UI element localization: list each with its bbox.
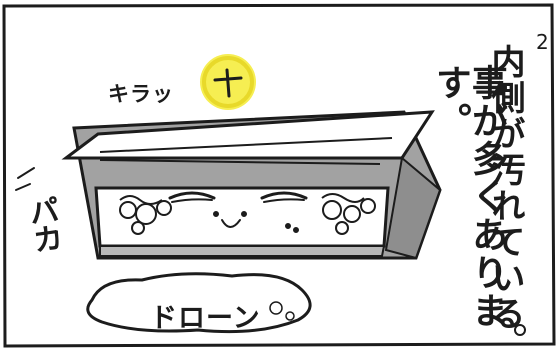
puddle-swirls	[269, 301, 295, 321]
dirt-right	[321, 193, 376, 235]
drip-sound-effect: ドローン	[150, 303, 261, 334]
ac-face	[168, 191, 308, 233]
narration-line-1: 内側が汚れている	[485, 44, 525, 332]
period-mark	[514, 324, 526, 336]
narration-line-2: 事が多くあります。	[430, 64, 507, 330]
dirt-left	[119, 195, 172, 235]
air-conditioner-illustration	[61, 110, 442, 260]
puddle-illustration	[86, 272, 312, 334]
page-number: 2	[536, 30, 549, 54]
sparkle-sound-effect: キラッ	[108, 82, 174, 106]
open-sound-effect: パカ	[21, 193, 64, 255]
motion-lines	[15, 167, 35, 191]
sparkle-icon	[200, 54, 256, 110]
